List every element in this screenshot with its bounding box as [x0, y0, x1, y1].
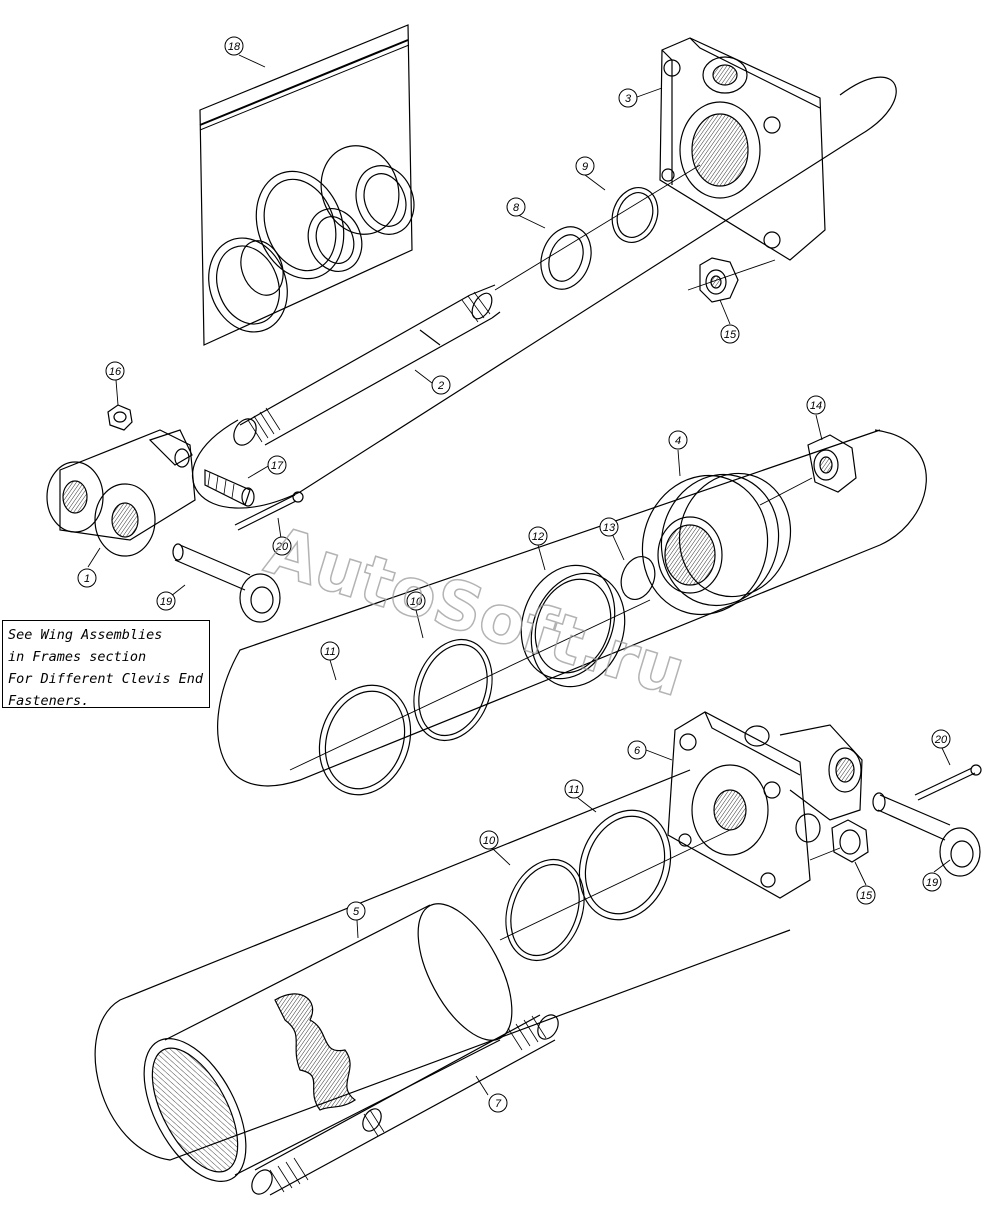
nut-16: [107, 404, 133, 431]
callouts: 18 3 9 8 15 2 16 17 20 1 19 14 4 13 12 1…: [77, 36, 951, 1113]
callout-label-4: 4: [675, 435, 681, 447]
wear-ring-10-upper: [413, 638, 493, 742]
callout-label-3: 3: [625, 93, 632, 105]
callout-label-10-upper: 10: [410, 596, 423, 608]
callout-label-10-lower: 10: [483, 835, 496, 847]
callout-label-8: 8: [513, 202, 520, 214]
cylinder-tube: [143, 903, 513, 1182]
note-box: See Wing Assemblies in Frames section Fo…: [2, 620, 210, 709]
callout-label-20-lower: 20: [934, 734, 948, 746]
callout-17: 17: [267, 455, 287, 475]
callout-7: 7: [488, 1093, 508, 1113]
bolt-17: [204, 469, 255, 507]
callout-label-6: 6: [634, 745, 641, 757]
tie-rod-nut-top: [699, 257, 739, 303]
callout-label-11-lower: 11: [568, 784, 579, 796]
callout-label-14: 14: [810, 400, 822, 412]
callout-label-5: 5: [353, 906, 360, 918]
snap-ring-9: [611, 187, 659, 243]
callout-5: 5: [346, 901, 366, 921]
callout-14: 14: [806, 395, 826, 415]
callout-3: 3: [618, 88, 638, 108]
cap-end: [667, 711, 863, 899]
piston-nut: [807, 434, 857, 493]
callout-20-upper: 20: [272, 536, 292, 556]
callout-10-upper: 10: [406, 591, 426, 611]
wear-ring-10-lower: [505, 858, 585, 962]
note-line-2: in Frames section: [8, 649, 147, 665]
callout-label-2: 2: [437, 380, 444, 392]
piston-rod: [233, 284, 501, 446]
callout-label-15-top: 15: [724, 329, 737, 341]
callout-label-18: 18: [228, 41, 241, 53]
callout-20-lower: 20: [931, 729, 951, 749]
callout-12: 12: [528, 526, 548, 546]
rod-seal-8: [540, 226, 592, 290]
callout-label-11-upper: 11: [324, 646, 335, 658]
callout-1: 1: [77, 568, 97, 588]
callout-4: 4: [668, 430, 688, 450]
watermark: AutoSoft.ru: [257, 511, 695, 713]
callout-label-13: 13: [603, 522, 616, 534]
cotter-pin-upper: [234, 491, 304, 531]
assembly-centerlines: [289, 164, 841, 941]
callout-11-lower: 11: [564, 779, 584, 799]
callout-9: 9: [575, 156, 595, 176]
envelope-upper: [192, 76, 897, 509]
tie-rod: [251, 1014, 559, 1196]
callout-19-lower: 19: [922, 872, 942, 892]
envelope-middle: [217, 429, 927, 787]
callout-label-15-lower: 15: [860, 890, 873, 902]
callout-11-upper: 11: [320, 641, 340, 661]
callout-label-16: 16: [109, 366, 122, 378]
callout-18: 18: [224, 36, 244, 56]
callout-13: 13: [599, 517, 619, 537]
callout-label-19-lower: 19: [926, 877, 938, 889]
callout-15-lower: 15: [856, 885, 876, 905]
callout-leaders: [87, 54, 951, 1096]
callout-label-20-upper: 20: [275, 541, 289, 553]
note-line-3: For Different Clevis End: [8, 671, 204, 687]
rod-threads: [247, 291, 491, 443]
backup-ring-11-upper: [318, 684, 412, 796]
callout-2: 2: [431, 375, 451, 395]
note-line-1: See Wing Assemblies: [8, 627, 163, 643]
callout-16: 16: [105, 361, 125, 381]
piston: [641, 472, 792, 616]
clevis-pin-upper: [172, 543, 281, 623]
callout-label-7: 7: [495, 1098, 502, 1110]
callout-15-top: 15: [720, 324, 740, 344]
clevis-pin-lower: [872, 792, 981, 877]
piston-seal-12: [520, 564, 626, 688]
callout-label-1: 1: [84, 573, 90, 585]
callout-8: 8: [506, 197, 526, 217]
callout-label-12: 12: [532, 531, 544, 543]
cotter-pin-lower: [914, 764, 982, 801]
seal-kit-bag: [199, 24, 415, 346]
callout-label-17: 17: [271, 460, 284, 472]
head-gland: [659, 37, 826, 261]
callout-label-19-upper: 19: [160, 596, 172, 608]
backup-ring-11-lower: [578, 809, 672, 921]
callout-10-lower: 10: [479, 830, 499, 850]
watermark-text: AutoSoft.ru: [257, 512, 693, 712]
callout-6: 6: [627, 740, 647, 760]
callout-label-9: 9: [582, 161, 588, 173]
clevis: [46, 429, 196, 557]
envelope-lower: [94, 769, 791, 1161]
tie-rod-nut-lower: [831, 819, 869, 863]
callout-19-upper: 19: [156, 591, 176, 611]
note-line-4: Fasteners.: [8, 693, 90, 709]
o-ring-13: [620, 556, 656, 600]
